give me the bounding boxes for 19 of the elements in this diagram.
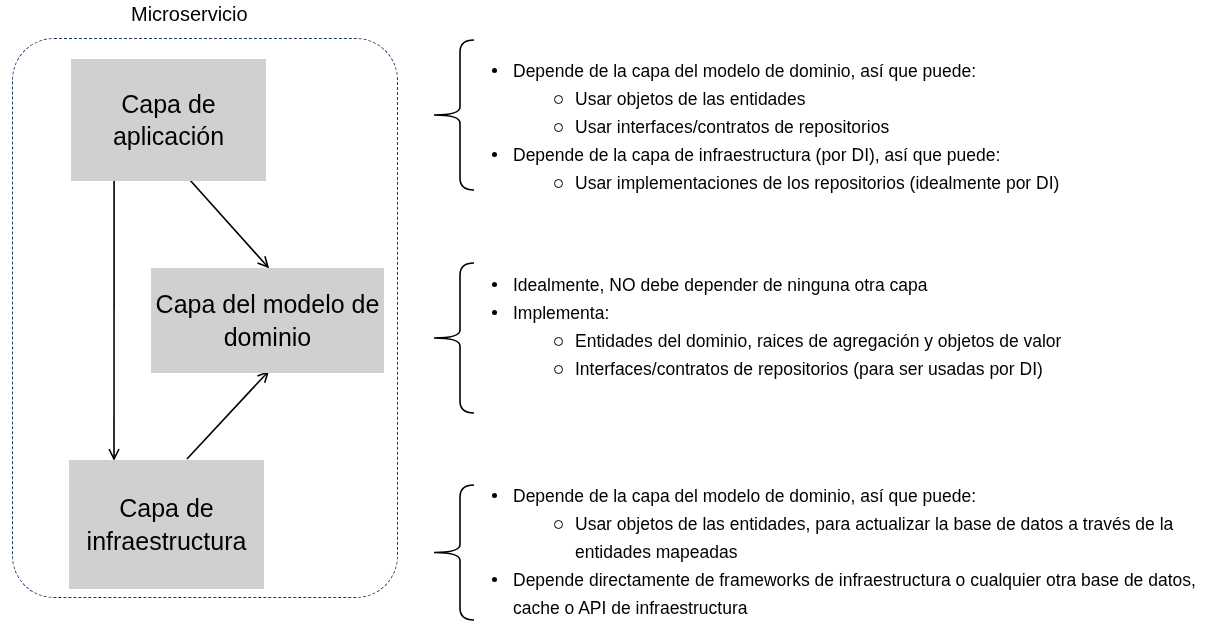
layer-box: Capa de aplicación: [71, 59, 266, 181]
bullet-text: Idealmente, NO debe depender de ninguna otra capa: [513, 275, 928, 295]
arrow: [186, 371, 269, 460]
bullet-text: Usar objetos de las entidades: [575, 89, 806, 109]
bullet-text: Depende de la capa de infraestructura (por DI), así que puede:: [513, 145, 1001, 165]
bullet-text: Implementa:: [513, 303, 610, 323]
layer-box: Capa de infraestructura: [69, 460, 264, 589]
layer-box: Capa del modelo de dominio: [151, 268, 384, 373]
bullet-text: Depende de la capa del modelo de dominio, así que puede:: [513, 486, 977, 506]
bullet-text: Entidades del dominio, raices de agregación y objetos de valor: [575, 331, 1062, 351]
arrow: [108, 179, 120, 460]
bullet-text: Usar objetos de las entidades, para actualizar la base de datos a través de la entidades mapeadas: [575, 514, 1174, 562]
bullet-text: Interfaces/contratos de repositorios (para ser usadas por DI): [575, 359, 1043, 379]
bullet-text: Depende directamente de frameworks de infraestructura o cualquier otra base de datos, cache o API de infraestructura: [513, 570, 1196, 618]
bullet-text: Depende de la capa del modelo de dominio, así que puede:: [513, 61, 977, 81]
bullet-text: Usar implementaciones de los repositorios (idealmente por DI): [575, 173, 1060, 193]
bullet-text: Usar interfaces/contratos de repositorios: [575, 117, 890, 137]
boundary-title: Microservicio: [131, 3, 248, 26]
arrow: [189, 179, 269, 268]
